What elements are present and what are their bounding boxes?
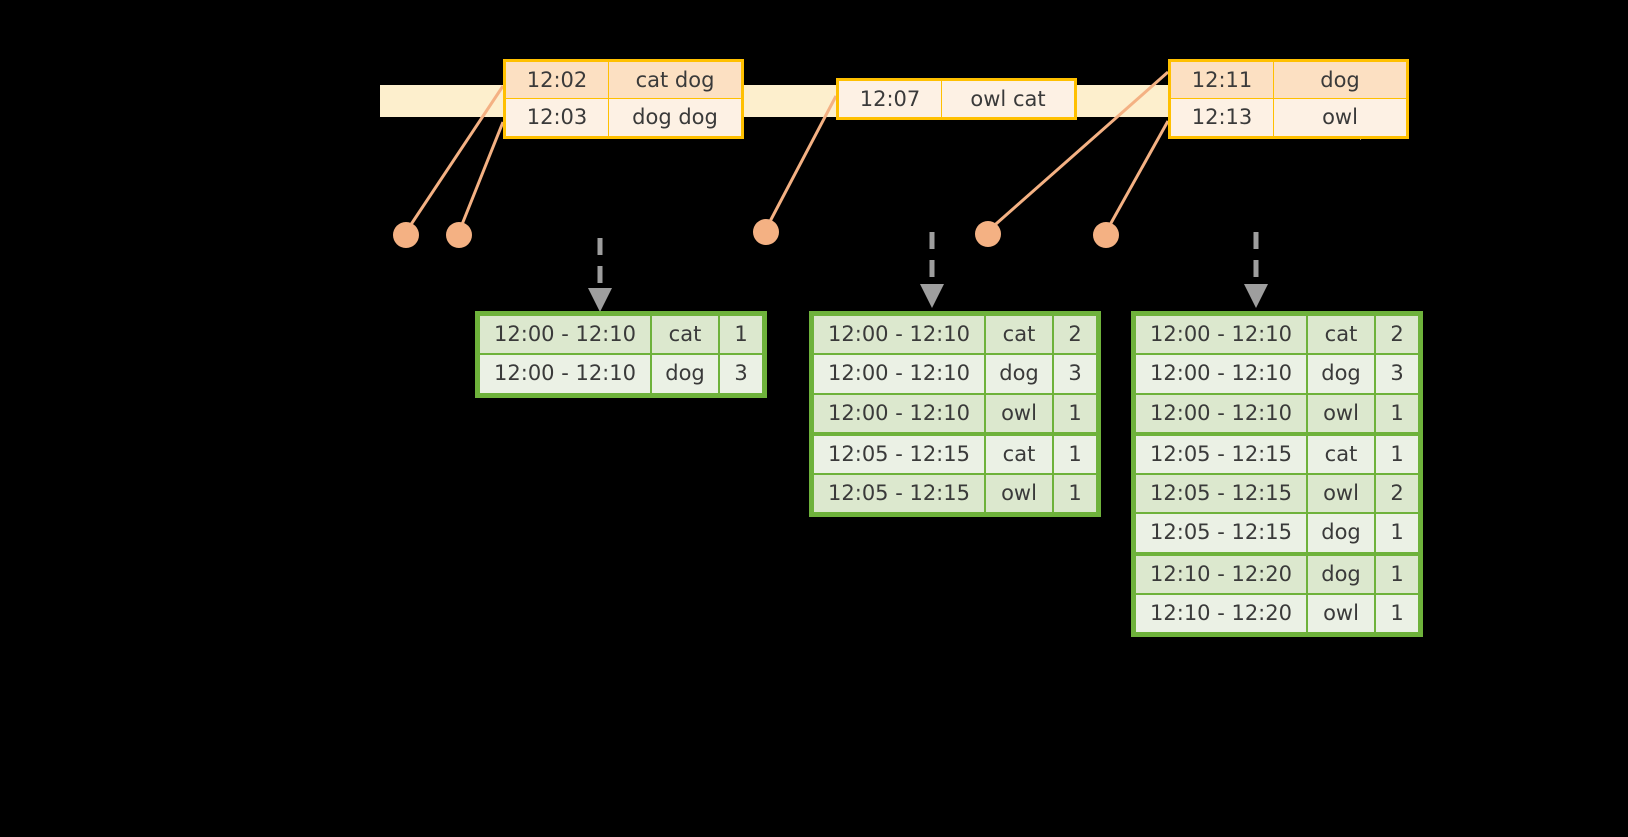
word-cell: owl — [986, 475, 1052, 513]
window-cell: 12:00 - 12:10 — [1136, 394, 1306, 434]
event-marker-5 — [1093, 222, 1119, 248]
table-row[interactable]: 12:10 - 12:20 owl 1 — [1136, 595, 1418, 633]
event-time: 12:02 — [504, 59, 609, 100]
event-group-2[interactable]: 12:07 owl cat — [836, 78, 1077, 121]
window-cell: 12:05 - 12:15 — [1136, 514, 1306, 554]
count-cell: 1 — [1376, 514, 1418, 554]
word-cell: owl — [1308, 475, 1374, 513]
table-row[interactable]: 12:00 - 12:10 cat 2 — [814, 316, 1096, 354]
event-row[interactable]: 12:03 dog dog — [504, 98, 743, 138]
window-cell: 12:00 - 12:10 — [480, 355, 650, 393]
count-cell: 1 — [720, 316, 762, 354]
table-row[interactable]: 12:00 - 12:10 cat 1 — [480, 316, 762, 354]
event-time: 12:03 — [504, 98, 609, 138]
table-row[interactable]: 12:10 - 12:20 dog 1 — [1136, 555, 1418, 594]
event-row[interactable]: 12:02 cat dog — [504, 59, 743, 100]
word-cell: dog — [1308, 355, 1374, 393]
event-marker-4 — [975, 221, 1001, 247]
count-cell: 2 — [1376, 475, 1418, 513]
event-marker-2 — [446, 222, 472, 248]
event-time: 12:13 — [1169, 98, 1274, 138]
window-cell: 12:05 - 12:15 — [1136, 475, 1306, 513]
word-cell: cat — [1308, 316, 1374, 354]
connector-line-3 — [764, 95, 838, 230]
event-marker-3 — [753, 219, 779, 245]
word-cell: owl — [986, 394, 1052, 434]
word-cell: cat — [652, 316, 718, 354]
result-table-3[interactable]: 12:00 - 12:10 cat 2 12:00 - 12:10 dog 3 … — [1131, 311, 1423, 638]
event-words: dog dog — [608, 98, 743, 138]
event-words: dog — [1273, 59, 1408, 100]
event-words: owl — [1273, 98, 1408, 138]
event-marker-1 — [393, 222, 419, 248]
count-cell: 3 — [720, 355, 762, 393]
emit-arrow-3 — [1244, 232, 1268, 308]
connector-line-2 — [457, 121, 505, 233]
count-cell: 3 — [1054, 355, 1096, 393]
connector-line-1 — [404, 85, 505, 233]
event-row[interactable]: 12:07 owl cat — [837, 78, 1076, 120]
word-cell: dog — [1308, 555, 1374, 594]
word-cell: dog — [652, 355, 718, 393]
word-cell: cat — [986, 316, 1052, 354]
window-cell: 12:00 - 12:10 — [1136, 316, 1306, 354]
window-cell: 12:05 - 12:15 — [814, 435, 984, 474]
table-row[interactable]: 12:00 - 12:10 owl 1 — [1136, 394, 1418, 434]
window-cell: 12:10 - 12:20 — [1136, 555, 1306, 594]
emit-arrows — [588, 232, 1268, 312]
table-row[interactable]: 12:05 - 12:15 owl 2 — [1136, 475, 1418, 513]
word-cell: owl — [1308, 595, 1374, 633]
table-row[interactable]: 12:05 - 12:15 dog 1 — [1136, 514, 1418, 554]
event-row[interactable]: 12:13 owl — [1169, 98, 1408, 138]
table-row[interactable]: 12:05 - 12:15 cat 1 — [1136, 435, 1418, 474]
event-words: owl cat — [941, 78, 1076, 120]
table-row[interactable]: 12:05 - 12:15 owl 1 — [814, 475, 1096, 513]
word-cell: cat — [1308, 435, 1374, 474]
table-row[interactable]: 12:00 - 12:10 owl 1 — [814, 394, 1096, 434]
result-table-1[interactable]: 12:00 - 12:10 cat 1 12:00 - 12:10 dog 3 — [475, 311, 767, 398]
count-cell: 1 — [1054, 394, 1096, 434]
event-row[interactable]: 12:11 dog — [1169, 59, 1408, 100]
window-cell: 12:05 - 12:15 — [1136, 435, 1306, 474]
window-cell: 12:05 - 12:15 — [814, 475, 984, 513]
count-cell: 3 — [1376, 355, 1418, 393]
table-row[interactable]: 12:00 - 12:10 dog 3 — [480, 355, 762, 393]
event-group-3[interactable]: 12:11 dog 12:13 owl — [1168, 59, 1409, 139]
word-cell: dog — [1308, 514, 1374, 554]
count-cell: 2 — [1376, 316, 1418, 354]
count-cell: 1 — [1376, 394, 1418, 434]
emit-arrow-1 — [588, 238, 612, 312]
window-cell: 12:00 - 12:10 — [480, 316, 650, 354]
table-row[interactable]: 12:00 - 12:10 dog 3 — [814, 355, 1096, 393]
window-cell: 12:00 - 12:10 — [814, 316, 984, 354]
count-cell: 1 — [1376, 595, 1418, 633]
event-words: cat dog — [608, 59, 743, 100]
window-cell: 12:00 - 12:10 — [814, 394, 984, 434]
table-row[interactable]: 12:00 - 12:10 cat 2 — [1136, 316, 1418, 354]
window-cell: 12:00 - 12:10 — [1136, 355, 1306, 393]
table-row[interactable]: 12:05 - 12:15 cat 1 — [814, 435, 1096, 474]
window-cell: 12:00 - 12:10 — [814, 355, 984, 393]
count-cell: 1 — [1376, 555, 1418, 594]
count-cell: 1 — [1054, 435, 1096, 474]
event-markers — [393, 219, 1119, 248]
count-cell: 2 — [1054, 316, 1096, 354]
window-cell: 12:10 - 12:20 — [1136, 595, 1306, 633]
count-cell: 1 — [1054, 475, 1096, 513]
event-time: 12:07 — [837, 78, 942, 120]
connector-line-5 — [1104, 120, 1170, 233]
word-cell: dog — [986, 355, 1052, 393]
word-cell: cat — [986, 435, 1052, 474]
table-row[interactable]: 12:00 - 12:10 dog 3 — [1136, 355, 1418, 393]
event-group-1[interactable]: 12:02 cat dog 12:03 dog dog — [503, 59, 744, 139]
count-cell: 1 — [1376, 435, 1418, 474]
event-time: 12:11 — [1169, 59, 1274, 100]
emit-arrow-2 — [920, 232, 944, 308]
word-cell: owl — [1308, 394, 1374, 434]
result-table-2[interactable]: 12:00 - 12:10 cat 2 12:00 - 12:10 dog 3 … — [809, 311, 1101, 518]
